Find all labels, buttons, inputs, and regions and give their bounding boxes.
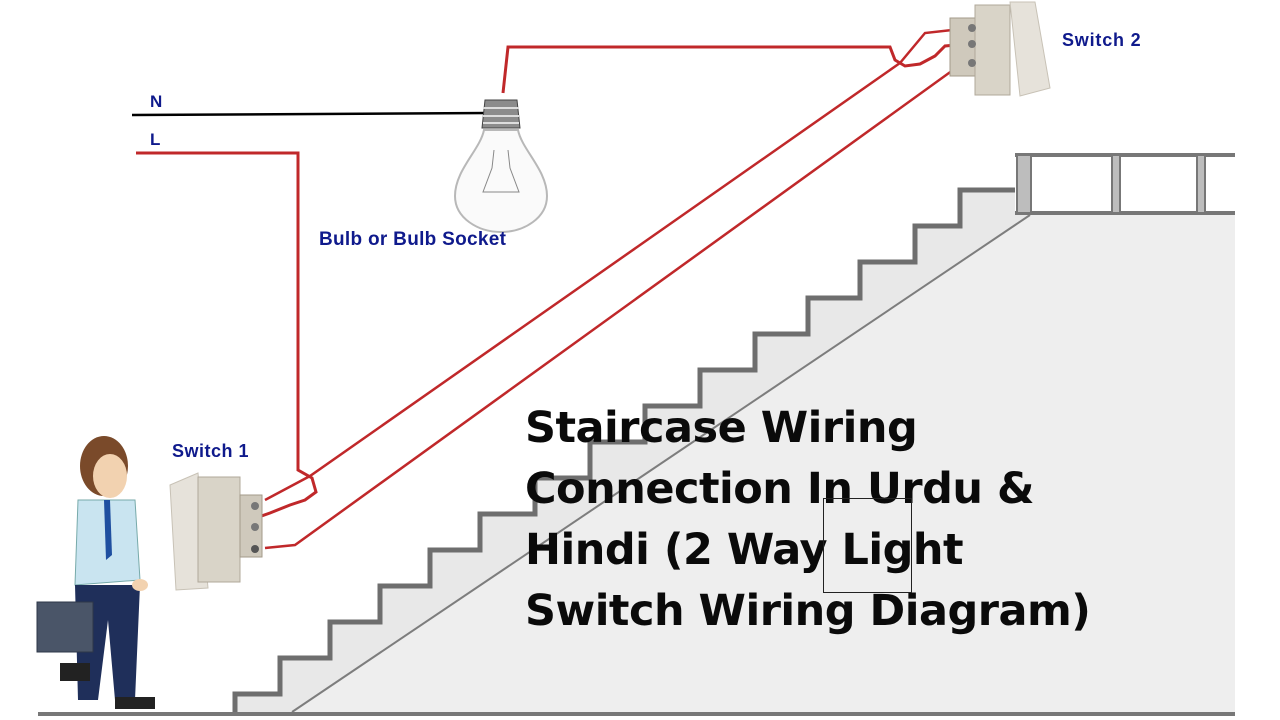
switch-1-device — [169, 472, 263, 591]
neutral-label: N — [150, 92, 163, 111]
bulb-to-switch2-wire — [501, 42, 969, 94]
light-bulb — [453, 99, 549, 234]
switch-1-label: Switch 1 — [172, 441, 250, 461]
railing — [1015, 153, 1235, 215]
traveler-wire-1 — [264, 26, 971, 502]
stair-underside — [290, 215, 1235, 712]
stair-stringer-line — [291, 214, 1031, 713]
title-line-4: Switch Wiring Diagram) — [525, 586, 1091, 636]
title-line-1: Staircase Wiring — [525, 403, 918, 453]
diagram-title: Staircase Wiring Connection In Urdu & Hi… — [525, 398, 1245, 642]
title-line-2: Connection In Urdu & — [525, 464, 1034, 514]
bulb-label: Bulb or Bulb Socket — [319, 229, 507, 250]
live-wire — [136, 151, 318, 522]
switch-2-device — [949, 1, 1051, 97]
person-walking — [36, 436, 155, 709]
title-line-3: Hindi (2 Way Light — [525, 525, 964, 575]
selection-box — [823, 498, 912, 593]
switch-2-label: Switch 2 — [1062, 30, 1142, 50]
neutral-wire — [131, 111, 491, 117]
live-label: L — [150, 130, 161, 149]
traveler-wire-2 — [264, 63, 961, 550]
stair-steps — [232, 187, 1015, 712]
